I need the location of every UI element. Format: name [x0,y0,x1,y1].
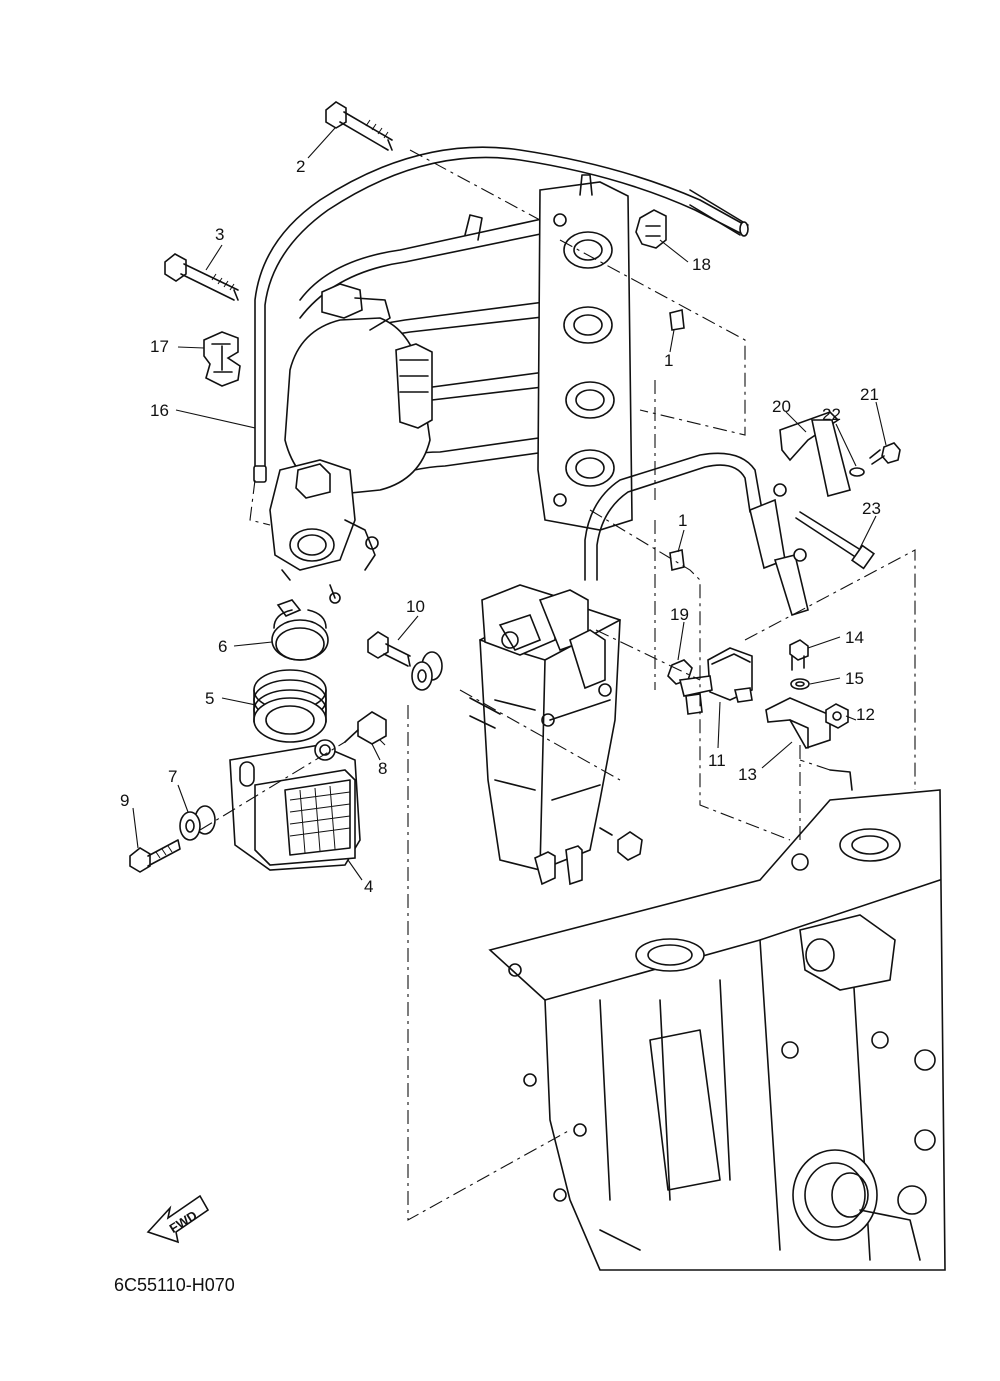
callout-23: 23 [862,499,881,518]
callout-12: 12 [856,705,875,724]
callout-20: 20 [772,397,791,416]
leader-lines [132,127,887,881]
callout-1-lower: 1 [678,511,687,530]
callout-19: 19 [670,605,689,624]
bolt-10 [367,631,411,667]
callout-4: 4 [364,877,373,896]
vapor-separator [469,584,621,886]
callout-5: 5 [205,689,214,708]
callout-8: 8 [378,759,387,778]
bolt-21 [869,442,901,465]
callout-13: 13 [738,765,757,784]
callout-14: 14 [845,628,864,647]
bolt-14 [789,639,809,671]
callout-18: 18 [692,255,711,274]
bolt-2 [325,101,393,151]
nut-12 [825,703,849,729]
pin-1-lower [669,549,685,571]
callout-1-upper: 1 [664,351,673,370]
callout-2: 2 [296,157,305,176]
bracket-20 [779,411,851,497]
callout-10: 10 [406,597,425,616]
separator-bolt [599,827,643,861]
washer-22 [849,467,865,477]
callout-17: 17 [150,337,169,356]
silencer-4 [229,739,361,871]
callout-22: 22 [822,405,841,424]
callout-16: 16 [150,401,169,420]
pin-1-upper [669,309,685,331]
damper-grommet [411,651,443,691]
collar-8 [344,711,387,745]
callout-7: 7 [168,767,177,786]
callout-numbers: 2 3 17 16 18 1 1 20 21 22 23 6 5 10 19 1… [120,157,881,896]
intake-joint-5 [253,669,327,743]
forward-direction-arrow-icon: FWD [146,1194,210,1244]
drawing-code: 6C55110-H070 [114,1275,235,1295]
cylinder-block [488,769,946,1271]
clip-17 [203,331,241,387]
cable-tie-23 [795,511,876,570]
callout-3: 3 [215,225,224,244]
bolt-3 [164,253,239,301]
grommet-7 [179,805,216,841]
hose-clamp-6 [271,599,329,661]
intake-manifold [269,174,633,604]
breather-hose [253,146,749,483]
washer-15 [790,678,810,690]
callout-6: 6 [218,637,227,656]
sensor-11 [679,647,753,715]
callout-9: 9 [120,791,129,810]
bracket-13 [765,697,831,749]
fuel-hose [584,452,809,617]
callout-15: 15 [845,669,864,688]
callout-21: 21 [860,385,879,404]
clip-18 [635,209,667,249]
callout-11: 11 [708,751,726,770]
bolt-9 [129,839,181,873]
assembly-lines [199,149,916,1221]
